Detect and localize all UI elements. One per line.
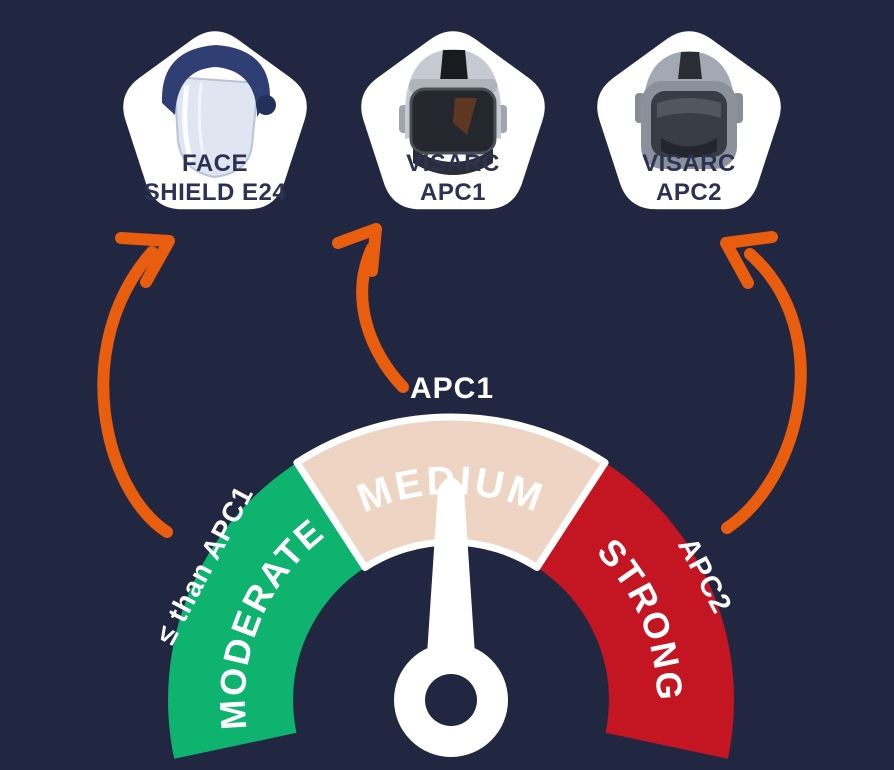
badge-label: FACE SHIELD E24 [117,149,313,207]
gauge-segment-moderate [168,462,365,759]
badge-label-line2: APC2 [655,179,723,206]
badge-label-line1: VISARC [406,150,500,177]
arrow-head-icon [115,232,175,288]
gauge-segment-strong [537,462,734,759]
badge-label-line2: APC1 [419,179,487,206]
face-shield-icon [161,45,276,179]
badge-label-line1: VISARC [642,150,736,177]
badge-label: VISARC APC2 [591,149,787,207]
badge-shape [123,31,307,210]
arrow-head-icon [332,223,382,277]
helmet-apc1-icon [399,49,507,175]
gauge-needle-icon [394,477,508,757]
badge-visarc-apc2: VISARC APC2 [591,23,787,210]
arrow-shaft [356,242,409,393]
arrow-head-icon [720,231,778,289]
arrow-to-visarc-apc1-icon [332,223,409,393]
arrow-to-face-shield-icon [97,232,175,538]
badge-label-line1: FACE [181,150,248,177]
badge-label-line2: SHIELD E24 [143,179,287,206]
gauge-top-label: APC1 [409,372,495,405]
badge-label: VISARC APC1 [355,149,551,207]
arrow-to-visarc-apc2-icon [720,231,807,534]
arrow-shaft [97,246,173,538]
badge-visarc-apc1: VISARC APC1 [355,23,551,210]
badge-shape [597,31,781,210]
badge-shape [361,31,545,210]
arrow-shaft [721,248,807,534]
arrows-group [97,223,807,538]
badge-face-shield: FACE SHIELD E24 [117,23,313,210]
helmet-apc2-icon [635,51,743,169]
